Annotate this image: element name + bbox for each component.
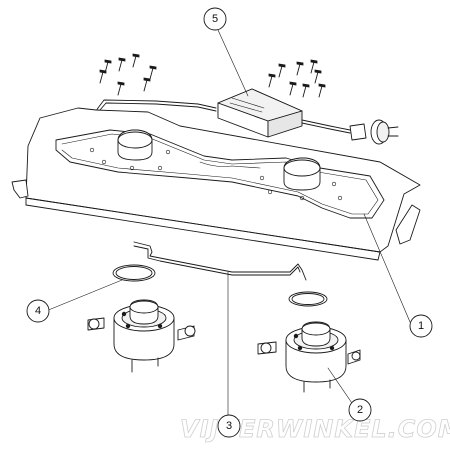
svg-text:3: 3 bbox=[226, 420, 232, 432]
callout-3: 3 bbox=[217, 414, 241, 438]
callout-1: 1 bbox=[409, 314, 433, 338]
callout-2: 2 bbox=[348, 398, 372, 422]
nozzle-unit-left bbox=[87, 299, 196, 373]
power-plug bbox=[349, 119, 399, 145]
svg-text:2: 2 bbox=[357, 404, 363, 416]
svg-text:1: 1 bbox=[418, 320, 424, 332]
part-1-housing bbox=[11, 107, 421, 261]
svg-text:4: 4 bbox=[35, 305, 41, 317]
part-3-wire-bracket bbox=[133, 241, 307, 281]
leader-lines bbox=[45, 29, 411, 419]
part-4-o-ring bbox=[112, 264, 156, 282]
screws-left bbox=[99, 53, 157, 96]
svg-text:5: 5 bbox=[212, 13, 218, 25]
o-ring-right bbox=[288, 291, 328, 307]
callout-4: 4 bbox=[26, 299, 50, 323]
part-2-nozzle-unit bbox=[257, 321, 361, 393]
screws-right bbox=[268, 59, 326, 98]
callout-5: 5 bbox=[203, 7, 227, 31]
